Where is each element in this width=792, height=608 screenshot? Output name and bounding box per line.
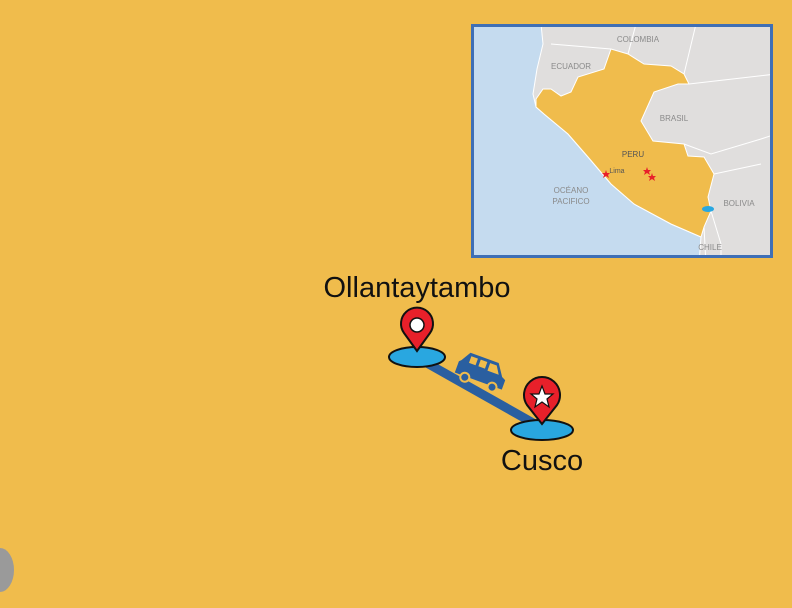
destination-pin-icon[interactable] (523, 376, 561, 426)
label-chile: CHILE (698, 243, 722, 252)
route-line (420, 357, 540, 429)
lima-star-icon (602, 170, 610, 178)
label-brasil: BRASIL (659, 114, 689, 123)
cusco-star-icon (648, 173, 656, 181)
inset-map: COLOMBIA ECUADOR BRASIL PERU Lima OCÉANO… (471, 24, 773, 258)
label-lima: Lima (609, 168, 625, 175)
label-peru: PERU (621, 150, 645, 159)
label-colombia: COLOMBIA (616, 35, 660, 44)
origin-pin-icon[interactable] (400, 306, 434, 353)
origin-label: Ollantaytambo (323, 272, 511, 304)
label-ocean-2: PACIFICO (552, 197, 590, 206)
ollantaytambo-star-icon (643, 167, 651, 175)
label-ecuador: ECUADOR (550, 62, 592, 71)
van-icon (454, 352, 506, 393)
label-ocean-1: OCÉANO (553, 186, 589, 195)
star-icon (529, 384, 555, 409)
destination-label: Cusco (500, 445, 584, 477)
lake-titicaca (702, 206, 714, 212)
edge-decoration (0, 548, 14, 592)
peru-shape (535, 48, 715, 238)
label-bolivia: BOLIVIA (723, 199, 755, 208)
